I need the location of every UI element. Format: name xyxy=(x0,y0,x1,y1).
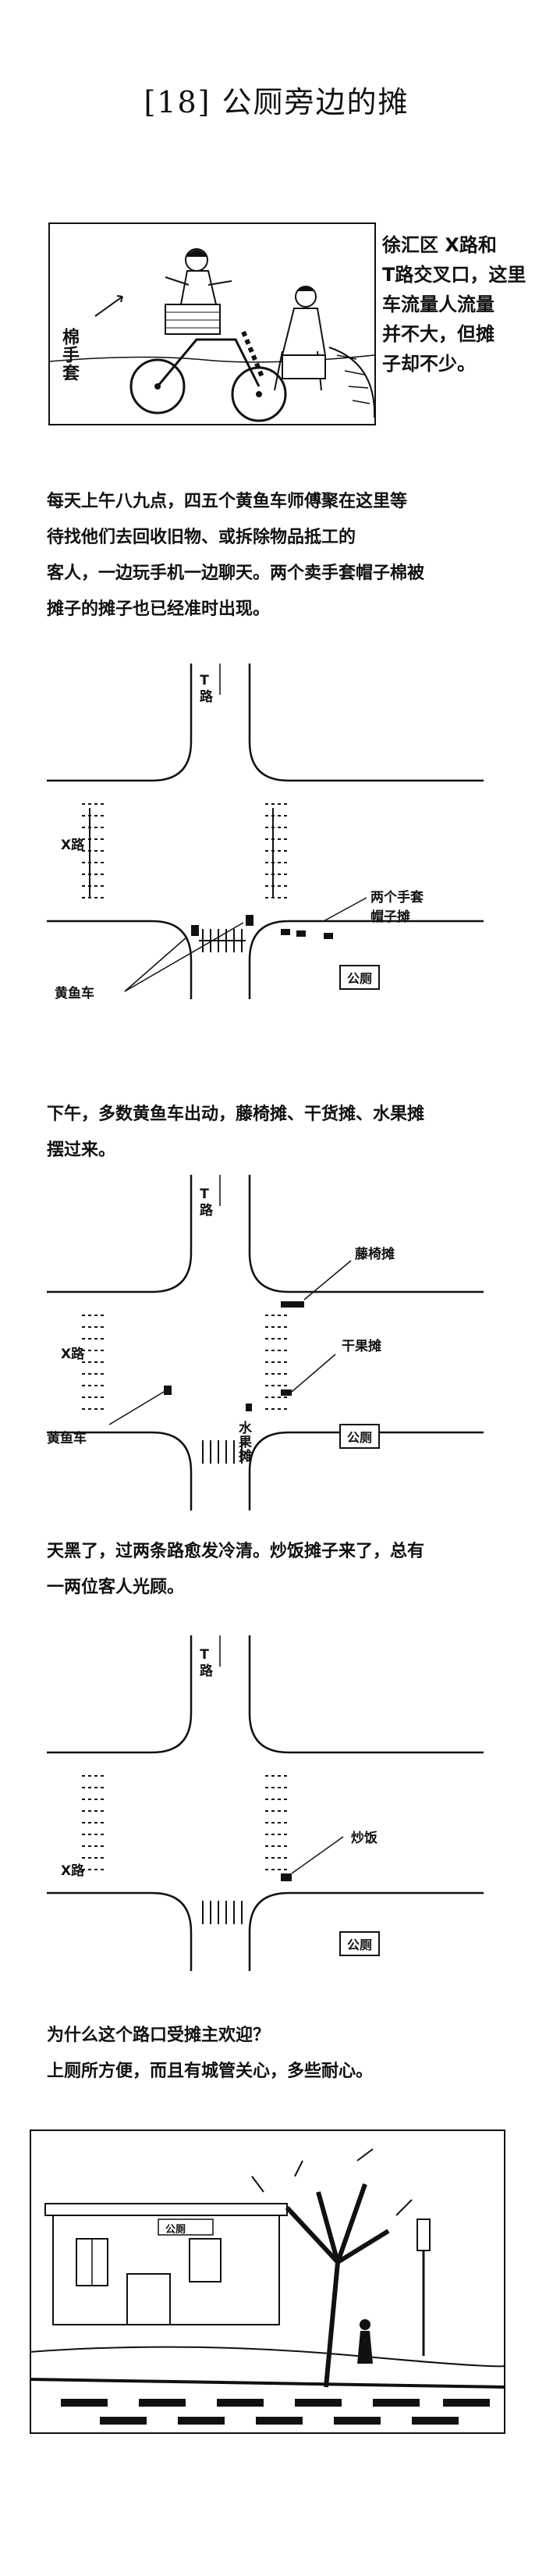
map-3-intersection xyxy=(47,1635,484,1971)
paragraph-why: 为什么这个路口受摊主欢迎？ 上厕所方便，而且有城管关心，多些耐心。 xyxy=(47,2026,374,2081)
panel-2-building-sign: 公厕 xyxy=(165,2224,186,2236)
map-1-toilet-label: 公厕 xyxy=(339,965,381,990)
map-3-fried-rice-label: 炒饭 xyxy=(351,1831,378,1846)
map-1-fish-cart-label: 黄鱼车 xyxy=(55,986,94,1002)
map-3-x-road-label: X路 xyxy=(61,1863,85,1879)
panel-2-street-scene xyxy=(30,2129,505,2434)
map-2-fish-cart-label: 黄鱼车 xyxy=(47,1431,87,1446)
map-1-intersection xyxy=(47,664,484,999)
panel-1-illustration xyxy=(48,222,376,425)
map-2-rattan-stall-label: 藤椅摊 xyxy=(355,1247,395,1262)
map-2-toilet-label: 公厕 xyxy=(339,1424,381,1449)
map-3-t-road-label: T路 xyxy=(197,1647,212,1678)
map-2-t-road-label: T路 xyxy=(197,1187,212,1217)
map-1-x-road-label: X路 xyxy=(61,838,85,853)
map-1-hat-stall-label: 两个手套 帽子摊 xyxy=(370,890,424,925)
panel-1-side-note: 徐汇区 X路和 T路交叉口，这里 车流量人流量 并不大，但摊 子却不少。 xyxy=(382,234,526,375)
paragraph-evening: 天黑了，过两条路愈发冷清。炒饭摊子来了，总有 一两位客人光顾。 xyxy=(47,1542,425,1597)
map-1-t-road-label: T路 xyxy=(197,673,212,703)
gloves-label: 棉手套 xyxy=(59,328,79,382)
map-2-x-road-label: X路 xyxy=(61,1347,85,1362)
map-2-dry-goods-stall-label: 干果摊 xyxy=(342,1339,381,1354)
paragraph-afternoon: 下午，多数黄鱼车出动，藤椅摊、干货摊、水果摊 摆过来。 xyxy=(47,1105,425,1160)
map-2-intersection xyxy=(47,1175,484,1510)
paragraph-morning: 每天上午八九点，四五个黄鱼车师傅聚在这里等 待找他们去回收旧物、或拆除物品抵工的… xyxy=(47,492,425,619)
map-2-fruit-stall-label: 水果摊 xyxy=(236,1421,251,1463)
page-title: [18] 公厕旁边的摊 xyxy=(144,85,409,119)
map-3-toilet-label: 公厕 xyxy=(339,1931,381,1956)
